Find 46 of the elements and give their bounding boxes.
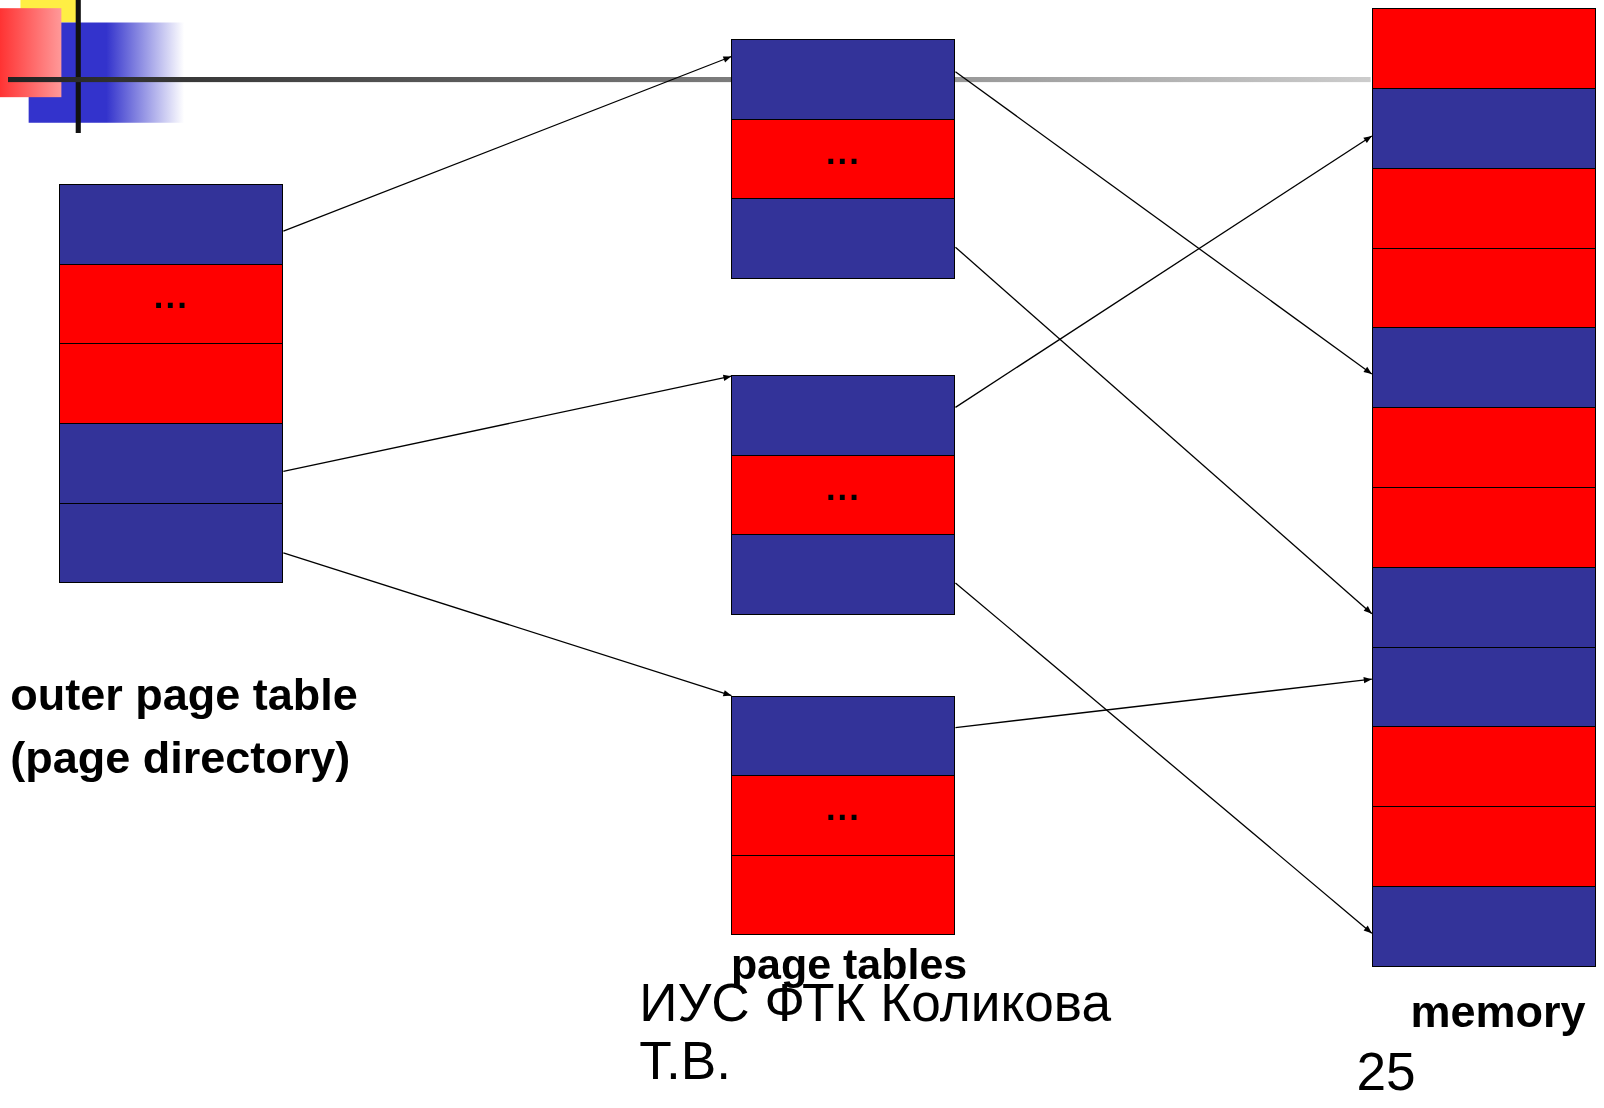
arrow	[954, 71, 1373, 375]
table-entry	[732, 775, 955, 855]
table-box	[731, 375, 956, 615]
table-entry	[1372, 407, 1595, 487]
table-entry	[732, 534, 955, 614]
arrow	[282, 552, 733, 697]
table-box	[731, 38, 956, 280]
table-entry	[1372, 885, 1595, 966]
table-entry	[60, 185, 283, 264]
table-entry	[732, 854, 955, 934]
table-entry	[732, 118, 955, 199]
table-entry	[1372, 247, 1595, 328]
table-entry	[732, 376, 955, 455]
table-entry	[1372, 167, 1595, 248]
table-caption: outer page table (page directory)	[10, 667, 359, 785]
table-caption: memory	[1409, 985, 1586, 1039]
table-entry	[1372, 646, 1595, 727]
table-entry	[60, 422, 283, 503]
arrow	[954, 135, 1373, 408]
table-entry	[1372, 726, 1595, 807]
table-entry	[1372, 327, 1595, 408]
table-entry	[1372, 486, 1595, 567]
arrow	[954, 246, 1373, 615]
ellipsis-text: ...	[153, 279, 189, 315]
table-entry	[60, 343, 283, 423]
table-entry	[60, 502, 283, 583]
ellipsis-text: ...	[825, 470, 861, 506]
table-box	[59, 184, 284, 584]
footer-text: 25	[1356, 1043, 1417, 1102]
table-entry	[732, 696, 955, 776]
arrow	[282, 55, 733, 232]
table-entry	[732, 454, 955, 535]
table-entry	[1372, 566, 1595, 647]
table-entry	[732, 198, 955, 279]
table-box	[1371, 8, 1596, 967]
table-entry	[60, 263, 283, 344]
arrow	[282, 374, 733, 473]
table-entry	[1372, 806, 1595, 886]
arrow	[954, 676, 1373, 729]
table-entry	[1372, 87, 1595, 168]
ellipsis-text: ...	[825, 790, 861, 826]
ellipsis-text: ...	[825, 134, 861, 170]
table-entry	[732, 39, 955, 119]
table-box	[731, 695, 956, 935]
arrow	[954, 582, 1373, 934]
table-entry	[1372, 9, 1595, 88]
